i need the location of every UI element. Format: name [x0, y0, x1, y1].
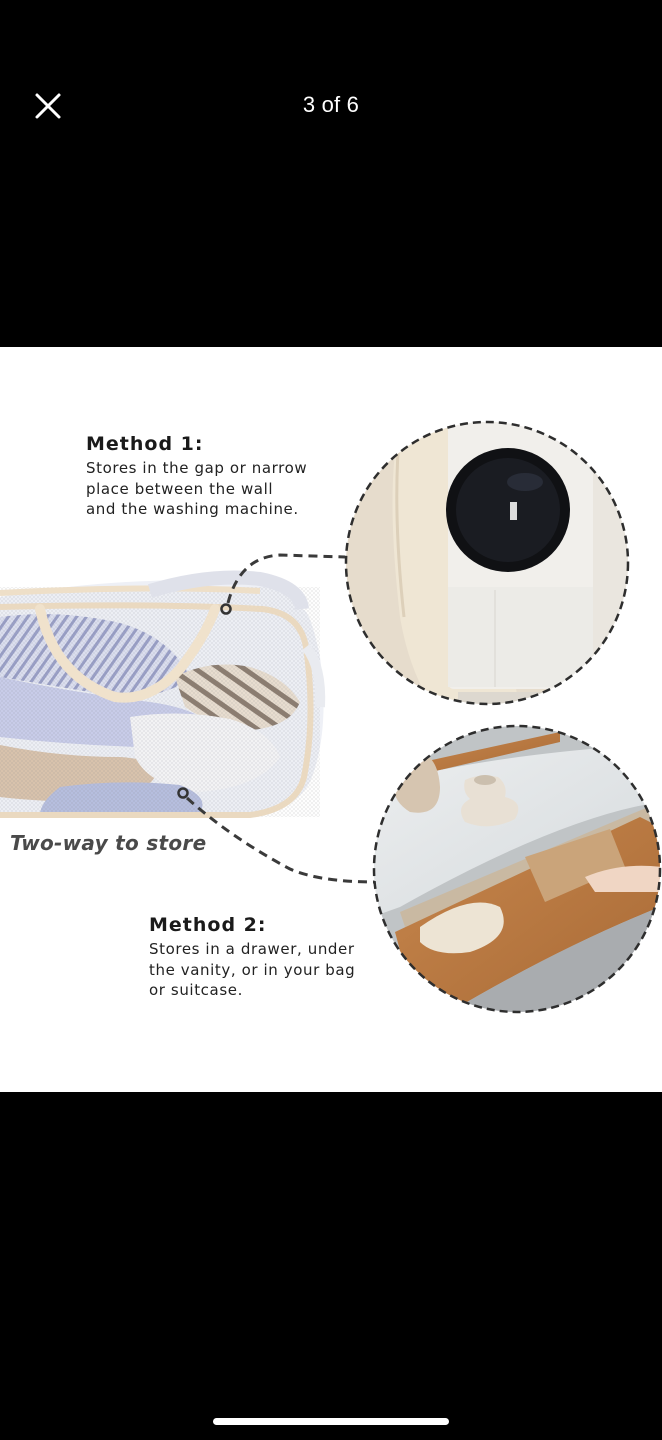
product-illustration: [0, 420, 662, 1014]
tagline: Two-way to store: [10, 831, 207, 855]
connector-dot-top: [220, 603, 232, 615]
product-image[interactable]: Method 1: Stores in the gap or narrow pl…: [0, 347, 662, 1092]
image-counter: 3 of 6: [302, 92, 360, 117]
method-2-title: Method 2:: [149, 914, 267, 936]
method-2-description: Stores in a drawer, under the vanity, or…: [149, 940, 356, 999]
connector-dot-bottom: [177, 787, 189, 799]
close-icon: [35, 93, 61, 119]
close-button[interactable]: [30, 88, 66, 124]
home-indicator[interactable]: [213, 1418, 449, 1425]
viewer-header: 3 of 6: [0, 0, 662, 200]
method-2-block: Method 2: Stores in a drawer, under the …: [149, 914, 355, 1001]
hamper-photo: [0, 570, 326, 818]
method-1-block: Method 1: Stores in the gap or narrow pl…: [86, 433, 307, 520]
washing-machine-photo: [346, 422, 628, 704]
method-1-title: Method 1:: [86, 433, 204, 455]
method-1-description: Stores in the gap or narrow place betwee…: [86, 459, 308, 518]
vanity-drawer-photo: [374, 726, 660, 1012]
